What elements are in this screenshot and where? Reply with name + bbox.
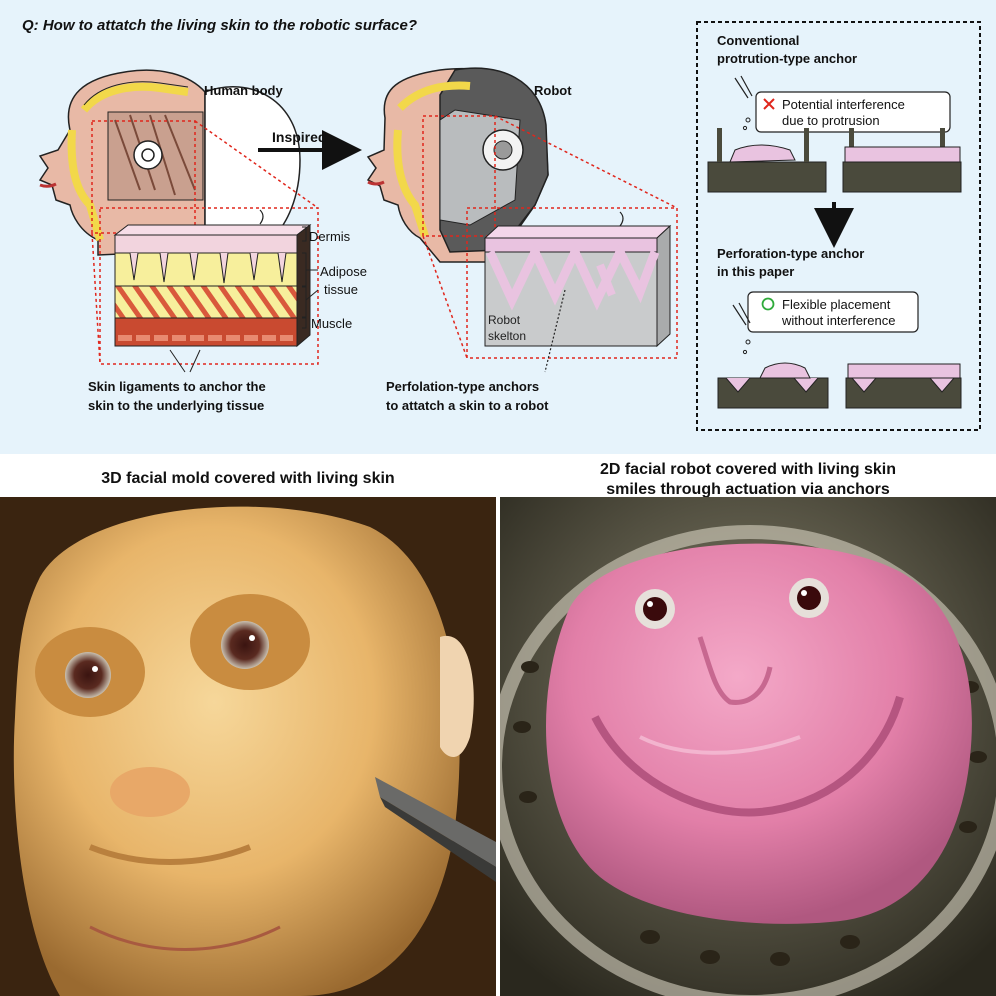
human-caption-line1: Skin ligaments to anchor the bbox=[88, 379, 266, 394]
perforation-label-1: Perforation-type anchor bbox=[717, 246, 864, 261]
robot-caption-line1: Perfolation-type anchors bbox=[386, 379, 539, 394]
robot-skelton-label-2: skelton bbox=[488, 329, 526, 343]
adipose-lower-layer bbox=[114, 285, 298, 319]
schematic-panel: Q: How to attatch the living skin to the… bbox=[0, 0, 996, 454]
schematic-svg: Q: How to attatch the living skin to the… bbox=[22, 17, 981, 431]
left-photo-caption: 3D facial mold covered with living skin bbox=[101, 470, 395, 487]
tweezer-icon bbox=[734, 75, 753, 99]
bubble1-line1: Potential interference bbox=[782, 97, 905, 112]
conventional-label-1: Conventional bbox=[717, 33, 799, 48]
dermis-layer bbox=[114, 234, 298, 254]
muscle-layer bbox=[114, 317, 298, 347]
red-cross-icon bbox=[763, 98, 775, 110]
right-photo-caption-2: smiles through actuation via anchors bbox=[606, 481, 890, 498]
dermis-label: Dermis bbox=[309, 229, 351, 244]
bubble2-line2: without interference bbox=[781, 313, 895, 328]
robot-caption-line2: to attatch a skin to a robot bbox=[386, 398, 549, 413]
tweezer-icon-2 bbox=[732, 302, 751, 326]
human-caption-line2: skin to the underlying tissue bbox=[88, 398, 264, 413]
perforation-label-2: in this paper bbox=[717, 264, 794, 279]
robot-label: Robot bbox=[534, 83, 572, 98]
robot-skin-layer bbox=[484, 237, 658, 253]
adipose-label: Adipose bbox=[320, 264, 367, 279]
human-ear-icon bbox=[133, 140, 163, 170]
protrusion-anchor-diagram bbox=[707, 128, 962, 193]
smile-line bbox=[591, 695, 904, 817]
living-skin-face bbox=[546, 543, 972, 924]
robot-right-eye bbox=[797, 586, 821, 610]
robot-head-illustration bbox=[366, 67, 549, 263]
human-skin-block bbox=[113, 209, 312, 348]
perforation-anchors bbox=[485, 241, 660, 311]
robot-skelton-label-1: Robot bbox=[488, 313, 521, 327]
adipose-upper-layer bbox=[114, 252, 298, 287]
left-eye bbox=[65, 652, 111, 698]
robot-left-eye bbox=[643, 597, 667, 621]
green-circle-icon bbox=[761, 297, 775, 311]
tissue-label: tissue bbox=[324, 282, 358, 297]
facial-robot-photo bbox=[500, 497, 996, 996]
question-title: Q: How to attatch the living skin to the… bbox=[22, 17, 417, 34]
robot-skin-block bbox=[483, 211, 672, 348]
bubble2-line1: Flexible placement bbox=[782, 297, 891, 312]
facial-mold-photo bbox=[0, 497, 496, 996]
conventional-label-2: protrution-type anchor bbox=[717, 51, 857, 66]
tweezers bbox=[375, 777, 496, 867]
right-eye bbox=[221, 621, 269, 669]
anchor-comparison-box bbox=[696, 21, 981, 431]
muscle-label: Muscle bbox=[311, 316, 352, 331]
inspired-label: Inspired bbox=[272, 129, 326, 145]
right-photo-caption-1: 2D facial robot covered with living skin bbox=[599, 461, 897, 478]
robot-detail-box bbox=[466, 207, 678, 359]
flexible-bubble bbox=[747, 291, 919, 333]
bubble1-line2: due to protrusion bbox=[782, 113, 880, 128]
robot-zoom-box bbox=[422, 115, 496, 237]
perforation-anchor-diagram bbox=[717, 362, 962, 409]
human-body-label: Human body bbox=[204, 83, 283, 98]
human-detail-box bbox=[99, 207, 319, 365]
